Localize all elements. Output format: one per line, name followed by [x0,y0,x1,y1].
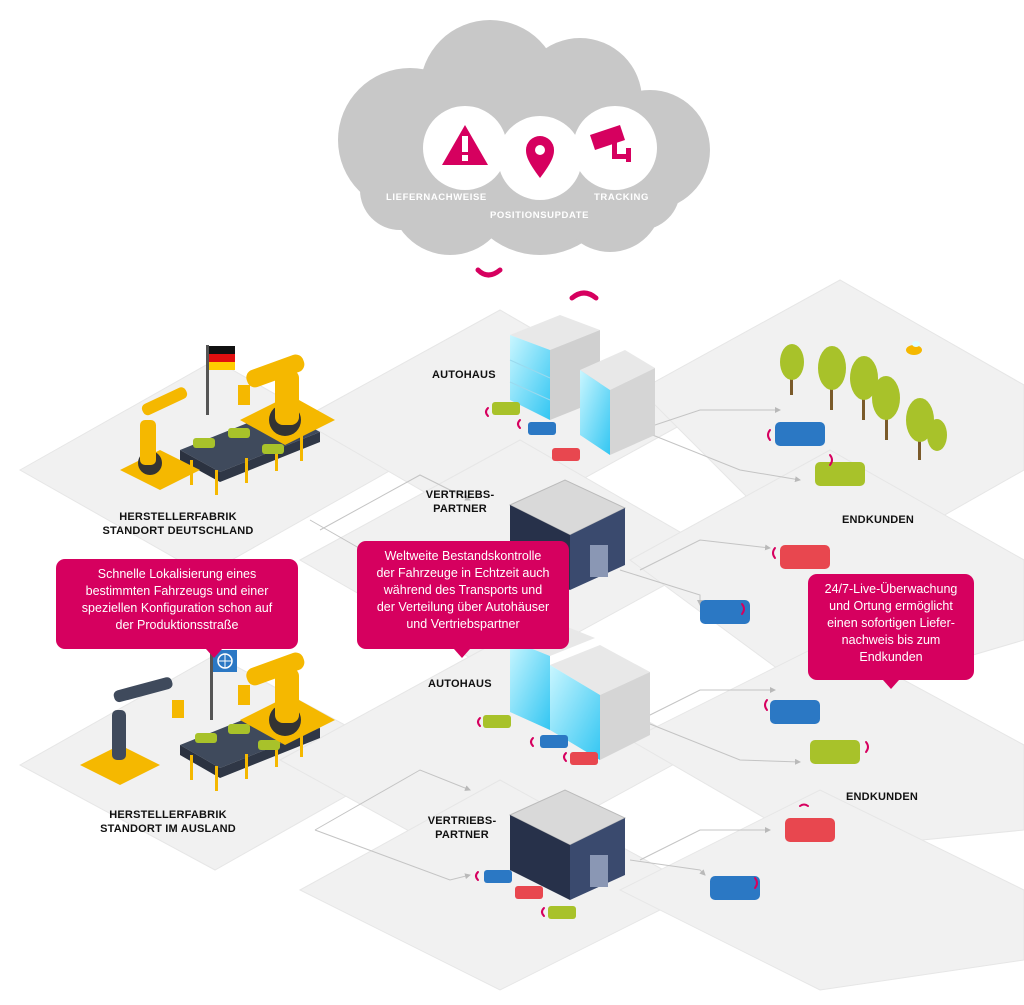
customer-label-1: ENDKUNDEN [842,514,915,526]
dealership-building-1 [509,315,655,455]
cars [483,402,865,919]
callout-line: der Produktionsstraße [115,618,239,632]
callout-line: während des Transports und [383,583,543,597]
cloud-label-liefernachweise: LIEFERNACHWEISE [386,192,487,203]
warning-icon [442,125,488,165]
callout-tail [454,649,470,658]
partner-label-line2: PARTNER [433,503,487,515]
callout-line: speziellen Konfiguration schon auf [81,601,273,615]
factory-abroad [80,650,335,791]
factory-label-abroad: HERSTELLERFABRIK STANDORT IM AUSLAND [78,808,258,836]
callout-inventory-control: Weltweite Bestandskontrolle der Fahrzeug… [357,541,569,658]
partner-label-line1: VERTRIEBS- [427,815,497,827]
cloud-label-positionsupdate: POSITIONSUPDATE [490,210,590,221]
callout-line: der Verteilung über Autohäuser [376,600,550,614]
partner-label-line1: VERTRIEBS- [425,489,495,501]
callout-tail [206,649,222,658]
factory-label-line2: STANDORT DEUTSCHLAND [102,525,254,537]
factory-label-line1: HERSTELLERFABRIK [119,511,237,523]
cloud-label-tracking: TRACKING [594,192,649,203]
location-pin-icon [526,136,554,178]
security-camera-icon [590,125,631,162]
customer-label-2: ENDKUNDEN [846,791,919,803]
partner-label-line2: PARTNER [435,829,489,841]
signal-arcs [475,267,599,301]
callout-line: und Ortung ermöglicht [829,599,953,613]
factory-germany [120,345,335,495]
callout-line: Endkunden [859,650,923,664]
factory-label-germany: HERSTELLERFABRIK STANDORT DEUTSCHLAND [88,510,268,538]
trees [780,341,947,460]
partner-label-1: VERTRIEBS- PARTNER [420,488,500,516]
callout-tail [883,680,899,689]
callout-live-monitoring: 24/7-Live-Überwachung und Ortung ermögli… [808,574,974,689]
callout-line: Schnelle Lokalisierung eines [97,567,257,581]
callout-line: 24/7-Live-Überwachung [824,582,958,596]
partner-label-2: VERTRIEBS- PARTNER [422,814,502,842]
callout-line: einen sofortigen Liefer- [827,616,955,630]
dealer-label-1: AUTOHAUS [432,369,496,381]
bee-icon [906,341,922,355]
partner-warehouse-2 [508,789,627,900]
car-signal-marks [475,407,869,917]
callout-line: und Vertriebspartner [406,617,520,631]
callout-production-line: Schnelle Lokalisierung eines bestimmten … [56,559,298,658]
factory-label-line2: STANDORT IM AUSLAND [100,823,236,835]
callout-line: bestimmten Fahrzeugs und einer [85,584,269,598]
callout-line: der Fahrzeuge in Echtzeit auch [376,566,550,580]
callout-line: Weltweite Bestandskontrolle [384,549,542,563]
factory-label-line1: HERSTELLERFABRIK [109,809,227,821]
dealer-label-2: AUTOHAUS [428,678,492,690]
callout-line: nachweis bis zum [841,633,941,647]
